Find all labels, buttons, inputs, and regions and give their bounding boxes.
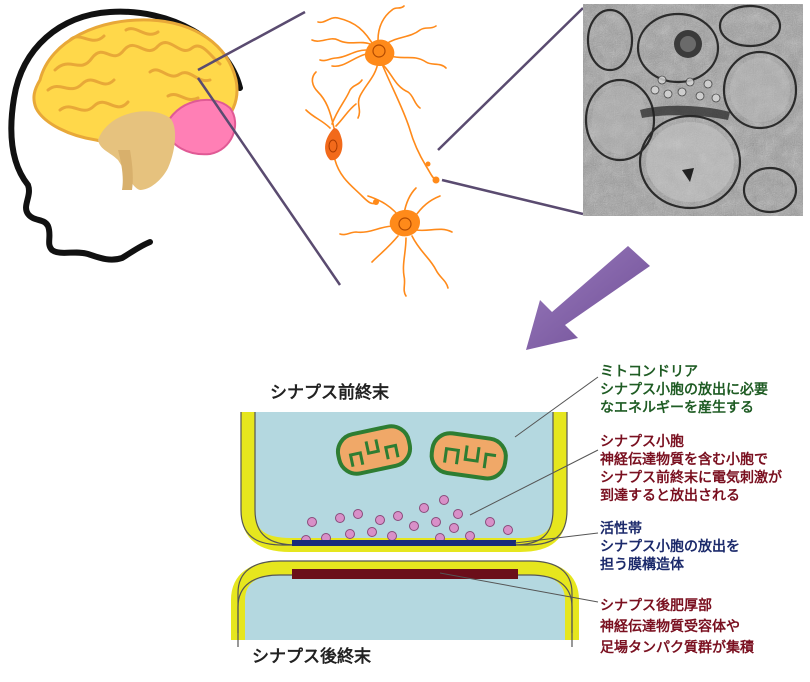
annotation-title: シナプス小胞 [600,433,684,450]
zoom-arrow [526,246,650,350]
annotation-mitochondria: ミトコンドリア シナプス小胞の放出に必要 なエネルギーを産生する [600,364,768,416]
spinal-cord [118,150,133,190]
synapse-schematic [231,412,579,647]
annotation-title: ミトコンドリア [600,364,698,380]
annotation-line: 足場タンパク質群が集積 [600,639,755,656]
brainstem [98,111,176,190]
annotation-line: シナプス小胞の放出を [600,538,740,555]
neuron-illustration [305,5,453,297]
synaptic-vesicles [301,495,513,545]
annotation-active-zone: 活性帯 シナプス小胞の放出を 担う膜構造体 [600,520,740,573]
annotation-vesicle: シナプス小胞 神経伝達物質を含む小胞で シナプス前終末に電気刺激が 到達すると放… [600,433,783,504]
electron-micrograph [583,4,803,216]
mitochondrion-2 [429,431,508,481]
postsynaptic-density [292,569,518,579]
annotation-line: 到達すると放出される [600,487,740,504]
head-illustration [8,8,243,263]
brain-gyri [46,27,222,112]
active-zone [292,540,516,546]
zoom-lines-brain [196,10,342,286]
leader-lines [439,376,599,603]
annotation-title: 活性帯 [600,520,642,537]
neuron-somata [325,39,440,237]
annotation-line: なエネルギーを産生する [600,399,754,416]
annotation-psd: シナプス後肥厚部 神経伝達物質受容体や 足場タンパク質群が集積 [600,597,755,656]
annotation-title: シナプス後肥厚部 [600,597,712,614]
label-postsynaptic-terminal: シナプス後終末 [252,646,372,667]
annotation-line: 神経伝達物質受容体や [600,618,740,635]
annotation-line: 担う膜構造体 [600,556,685,573]
mitochondrion-1 [335,424,413,476]
postsynaptic-membrane [231,561,579,640]
zoom-lines-neuron [437,7,584,216]
annotation-line: 神経伝達物質を含む小胞で [600,451,768,468]
annotation-line: シナプス小胞の放出に必要 [600,381,768,398]
annotation-line: シナプス前終末に電気刺激が [600,469,783,486]
label-presynaptic-terminal: シナプス前終末 [270,382,390,403]
head-outline [8,8,243,263]
